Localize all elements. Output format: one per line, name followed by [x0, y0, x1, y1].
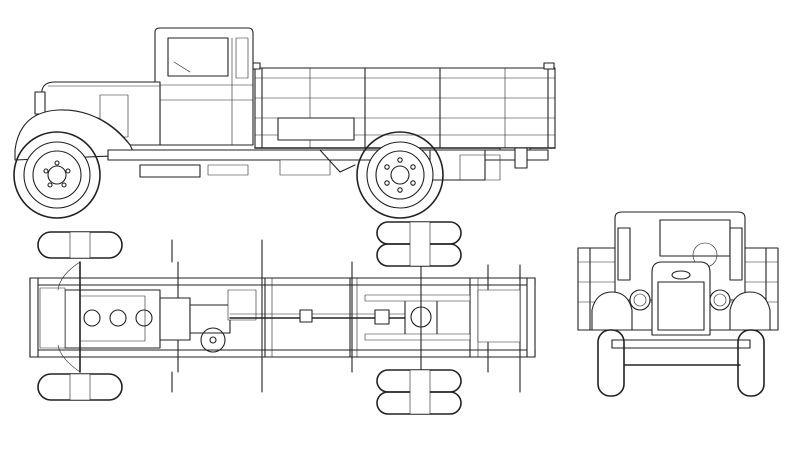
left-fender	[591, 291, 633, 331]
radiator-grille	[651, 261, 711, 336]
transmission	[189, 289, 257, 353]
front-view-cab	[614, 211, 746, 301]
rear-crossmember	[477, 289, 521, 343]
drive-shaft	[229, 309, 406, 325]
left-headlamp-icon	[629, 289, 651, 311]
side-view	[13, 27, 556, 219]
front-view-right-wheel	[737, 329, 765, 397]
front-view	[577, 211, 779, 397]
cab	[154, 27, 254, 146]
right-headlamp-icon	[709, 289, 731, 311]
front-view-left-wheel	[597, 329, 625, 397]
front-right-wheel	[37, 373, 123, 401]
side-frame	[107, 147, 549, 181]
rear-wheel	[356, 131, 444, 219]
rear-right-dual-wheels	[376, 369, 462, 415]
rear-left-dual-wheels	[376, 221, 462, 267]
rear-differential	[364, 261, 471, 373]
engine-block	[39, 287, 191, 349]
steering-wheel-icon	[200, 327, 226, 353]
front-left-wheel	[37, 231, 123, 259]
right-fender	[729, 291, 771, 331]
front-bumper	[611, 339, 751, 349]
front-wheel	[13, 131, 101, 219]
emblem-icon	[671, 270, 691, 280]
chassis-plan-view	[29, 221, 536, 415]
